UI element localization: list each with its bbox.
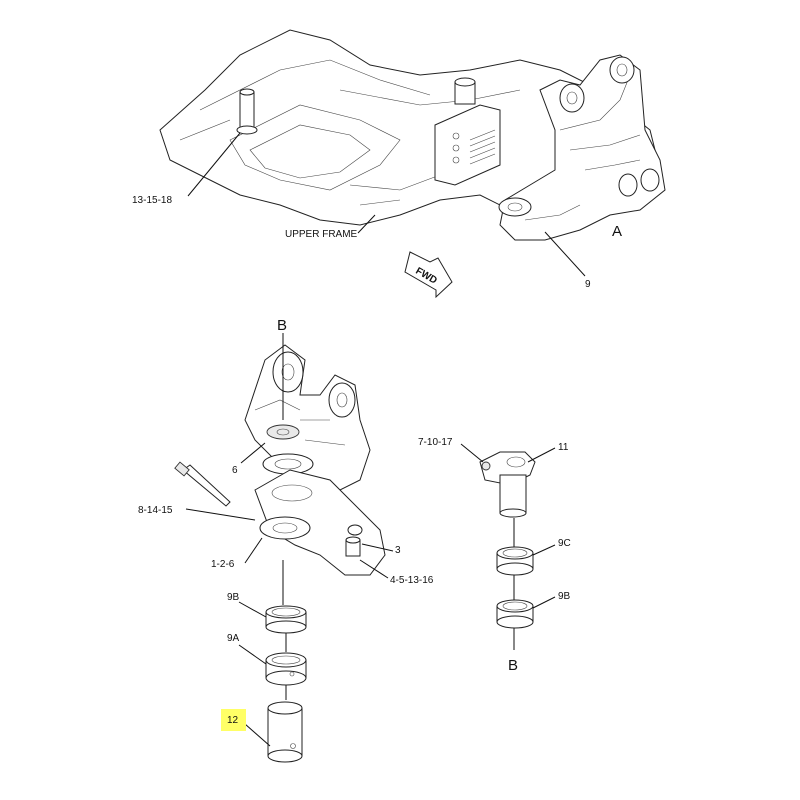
right-leaders — [460, 443, 556, 609]
label-12: 12 — [227, 715, 239, 726]
label-13-15-18: 13-15-18 — [132, 195, 172, 206]
label-9c: 9C — [558, 538, 571, 549]
view-label-b-top: B — [277, 317, 287, 334]
upper-leaders — [187, 132, 586, 277]
label-9: 9 — [585, 279, 591, 290]
left-exploded-drawing — [174, 333, 386, 763]
label-1-2-6: 1-2-6 — [211, 559, 235, 570]
label-upper-frame: UPPER FRAME — [285, 229, 358, 240]
label-3: 3 — [395, 545, 401, 556]
left-leaders — [185, 442, 394, 747]
label-9b-right: 9B — [558, 591, 571, 602]
label-8-14-15: 8-14-15 — [138, 505, 173, 516]
label-4-5-13-16: 4-5-13-16 — [390, 575, 434, 586]
label-9a: 9A — [227, 633, 240, 644]
label-6: 6 — [232, 465, 238, 476]
upper-frame-drawing — [159, 29, 666, 241]
view-label-a: A — [612, 223, 622, 240]
right-exploded-drawing — [479, 451, 536, 650]
label-11: 11 — [558, 442, 569, 453]
label-7-10-17: 7-10-17 — [418, 437, 453, 448]
highlight-12 — [221, 709, 246, 731]
view-label-b-bottom: B — [508, 657, 518, 674]
fwd-arrow: FWD — [404, 251, 453, 299]
label-9b-left: 9B — [227, 592, 240, 603]
